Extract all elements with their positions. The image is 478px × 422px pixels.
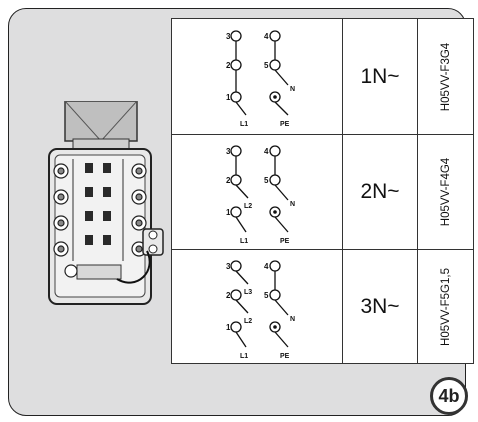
column-divider	[417, 19, 418, 363]
terminal-1-label: 1	[226, 93, 231, 102]
terminal-5-label: 5	[264, 176, 269, 185]
terminal-5-label: 5	[264, 61, 269, 70]
l2-label: L2	[244, 203, 252, 210]
wiring-diagram-3n: 3 4 2 5 1 L3 L2 N L1 PE	[226, 260, 295, 360]
terminal-5-label: 5	[264, 291, 269, 300]
neutral-label: N	[290, 86, 295, 93]
instruction-panel: 3 4 2 5 1 N L1 PE 1N~ H05VV-F3G4	[8, 8, 474, 416]
figure-badge: 4b	[430, 377, 468, 415]
terminal-2-label: 2	[226, 291, 231, 300]
cable-type-3n: H05VV-F5G1,5	[440, 267, 452, 346]
terminal-2-label: 2	[226, 176, 231, 185]
voltage-1n: 1N~	[360, 64, 400, 88]
cable-type-1n: H05VV-F3G4	[440, 42, 452, 111]
column-divider	[342, 19, 343, 363]
terminal-1-label: 1	[226, 208, 231, 217]
wiring-diagram-2n: 3 4 2 5 1 L2 N L1 PE	[226, 145, 295, 245]
pe-label: PE	[280, 353, 290, 360]
row-divider	[172, 249, 473, 250]
voltage-3n: 3N~	[360, 294, 400, 318]
l1-label: L1	[240, 121, 248, 128]
row-divider	[172, 134, 473, 135]
figure-badge-label: 4b	[438, 385, 460, 406]
terminal-3-label: 3	[226, 32, 231, 41]
terminal-1-label: 1	[226, 323, 231, 332]
pe-label: PE	[280, 121, 290, 128]
neutral-label: N	[290, 316, 295, 323]
cable-type-2n: H05VV-F4G4	[440, 157, 452, 226]
l1-label: L1	[240, 238, 248, 245]
wiring-table: 3 4 2 5 1 N L1 PE 1N~ H05VV-F3G4	[171, 18, 474, 364]
l3-label: L3	[244, 289, 252, 296]
terminal-4-label: 4	[264, 147, 269, 156]
terminal-4-label: 4	[264, 262, 269, 271]
terminal-block-illustration	[48, 101, 164, 305]
l1-label: L1	[240, 353, 248, 360]
voltage-2n: 2N~	[360, 179, 400, 203]
wiring-diagram-1n: 3 4 2 5 1 N L1 PE	[226, 30, 295, 128]
terminal-4-label: 4	[264, 32, 269, 41]
l2-label: L2	[244, 318, 252, 325]
terminal-3-label: 3	[226, 262, 231, 271]
neutral-label: N	[290, 201, 295, 208]
terminal-3-label: 3	[226, 147, 231, 156]
terminal-2-label: 2	[226, 61, 231, 70]
pe-label: PE	[280, 238, 290, 245]
